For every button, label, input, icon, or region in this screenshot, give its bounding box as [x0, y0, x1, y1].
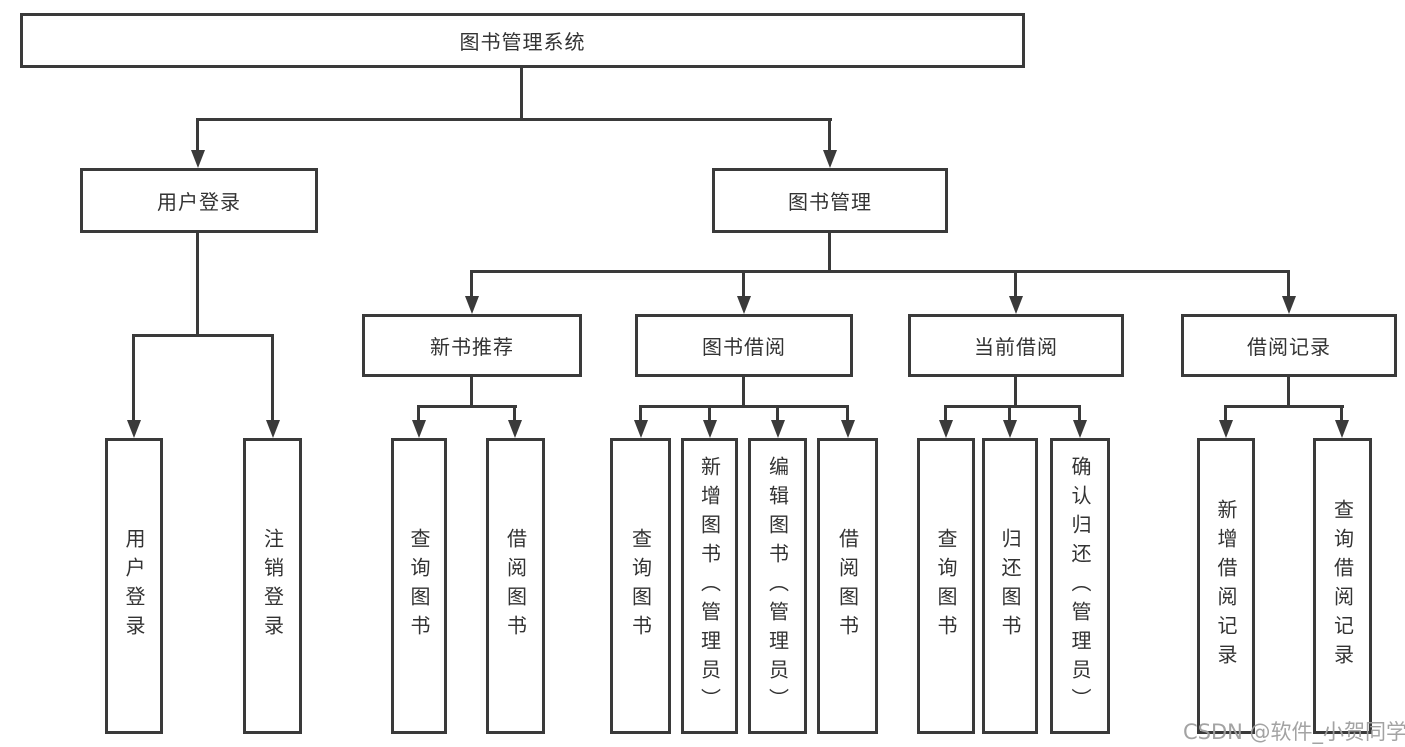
leaf-borrow-books-borrow: 借阅图书 — [817, 438, 878, 734]
connector-drop-leaf — [1078, 407, 1081, 421]
leaf-query-borrow-record-label: 查询借阅记录 — [1330, 499, 1355, 673]
connector-drop-leaf — [417, 407, 420, 421]
arrowhead-down-icon — [771, 420, 785, 438]
leaf-confirm-return-admin-label: 确认归还（管理员） — [1068, 455, 1092, 717]
leaf-logout: 注销登录 — [243, 438, 302, 734]
leaf-return-book-label: 归还图书 — [998, 528, 1022, 644]
connector-new-book-stem — [470, 377, 473, 407]
connector-user-login-rail — [132, 334, 274, 337]
connector-user-login-stem — [196, 233, 199, 337]
connector-drop-current-borrow — [1014, 272, 1017, 297]
leaf-return-book: 归还图书 — [982, 438, 1038, 734]
arrowhead-down-icon — [412, 420, 426, 438]
connector-drop-new-book — [470, 272, 473, 297]
node-book-borrow-label: 图书借阅 — [702, 335, 786, 359]
arrowhead-down-icon — [1073, 420, 1087, 438]
leaf-query-books-borrow-label: 查询图书 — [628, 528, 653, 644]
connector-drop-leaf — [1224, 407, 1227, 421]
connector-drop-leaf — [708, 407, 711, 421]
arrowhead-down-icon — [127, 420, 141, 438]
connector-drop-user-login — [196, 120, 199, 151]
node-book-management: 图书管理 — [712, 168, 948, 233]
arrowhead-down-icon — [939, 420, 953, 438]
connector-current-borrow-stem — [1014, 377, 1017, 407]
node-borrow-records: 借阅记录 — [1181, 314, 1397, 377]
node-user-login-label: 用户登录 — [157, 190, 241, 214]
node-new-book-recommend: 新书推荐 — [362, 314, 582, 377]
leaf-user-login-label: 用户登录 — [122, 528, 146, 644]
connector-book-borrow-stem — [742, 377, 745, 407]
watermark: CSDN @软件_小贺同学 — [1183, 720, 1405, 744]
arrowhead-down-icon — [1003, 420, 1017, 438]
leaf-query-books-recommend: 查询图书 — [391, 438, 447, 734]
arrowhead-down-icon — [465, 296, 479, 314]
leaf-user-login: 用户登录 — [105, 438, 163, 734]
connector-drop-leaf — [1340, 407, 1343, 421]
arrowhead-down-icon — [634, 420, 648, 438]
connector-new-book-rail — [417, 405, 517, 408]
arrowhead-down-icon — [266, 420, 280, 438]
connector-drop-leaf — [846, 407, 849, 421]
connector-borrow-records-stem — [1287, 377, 1290, 407]
arrowhead-down-icon — [1009, 296, 1023, 314]
connector-drop-book-borrow — [742, 272, 745, 297]
leaf-confirm-return-admin: 确认归还（管理员） — [1050, 438, 1110, 734]
connector-drop-leaf — [513, 407, 516, 421]
connector-drop-leaf — [944, 407, 947, 421]
arrowhead-down-icon — [1282, 296, 1296, 314]
arrowhead-down-icon — [1335, 420, 1349, 438]
connector-borrow-records-rail — [1224, 405, 1344, 408]
leaf-edit-book-admin: 编辑图书（管理员） — [748, 438, 807, 734]
leaf-query-books-borrow: 查询图书 — [610, 438, 671, 734]
arrowhead-down-icon — [508, 420, 522, 438]
node-borrow-records-label: 借阅记录 — [1247, 335, 1331, 359]
connector-drop-leaf — [776, 407, 779, 421]
leaf-query-books-current-label: 查询图书 — [934, 528, 958, 644]
connector-root-stem — [520, 68, 523, 120]
leaf-borrow-books-borrow-label: 借阅图书 — [835, 528, 860, 644]
node-root: 图书管理系统 — [20, 13, 1025, 68]
connector-book-management-rail — [470, 270, 1290, 273]
node-root-label: 图书管理系统 — [459, 30, 586, 54]
leaf-borrow-books-recommend-label: 借阅图书 — [503, 528, 528, 644]
leaf-logout-label: 注销登录 — [260, 528, 285, 644]
leaf-query-borrow-record: 查询借阅记录 — [1313, 438, 1372, 734]
leaf-query-books-recommend-label: 查询图书 — [407, 528, 431, 644]
arrowhead-down-icon — [703, 420, 717, 438]
arrowhead-down-icon — [1219, 420, 1233, 438]
leaf-borrow-books-recommend: 借阅图书 — [486, 438, 545, 734]
connector-drop-leaf-user-login — [132, 336, 135, 421]
node-current-borrow: 当前借阅 — [908, 314, 1124, 377]
connector-book-management-stem — [828, 233, 831, 273]
connector-book-borrow-rail — [639, 405, 849, 408]
leaf-add-book-admin: 新增图书（管理员） — [681, 438, 738, 734]
connector-current-borrow-rail — [944, 405, 1081, 408]
connector-root-rail — [196, 118, 832, 121]
node-book-management-label: 图书管理 — [788, 190, 872, 214]
node-user-login: 用户登录 — [80, 168, 318, 233]
leaf-add-book-admin-label: 新增图书（管理员） — [697, 455, 722, 717]
connector-drop-borrow-records — [1287, 272, 1290, 297]
connector-drop-leaf-logout — [271, 336, 274, 421]
connector-drop-book-management — [828, 120, 831, 151]
leaf-query-books-current: 查询图书 — [917, 438, 975, 734]
leaf-add-borrow-record-label: 新增借阅记录 — [1214, 499, 1238, 673]
arrowhead-down-icon — [191, 150, 205, 168]
node-new-book-recommend-label: 新书推荐 — [430, 335, 514, 359]
connector-drop-leaf — [1008, 407, 1011, 421]
node-current-borrow-label: 当前借阅 — [974, 335, 1058, 359]
leaf-add-borrow-record: 新增借阅记录 — [1197, 438, 1255, 734]
node-book-borrow: 图书借阅 — [635, 314, 853, 377]
leaf-edit-book-admin-label: 编辑图书（管理员） — [765, 455, 790, 717]
connector-drop-leaf — [639, 407, 642, 421]
arrowhead-down-icon — [823, 150, 837, 168]
arrowhead-down-icon — [737, 296, 751, 314]
arrowhead-down-icon — [841, 420, 855, 438]
